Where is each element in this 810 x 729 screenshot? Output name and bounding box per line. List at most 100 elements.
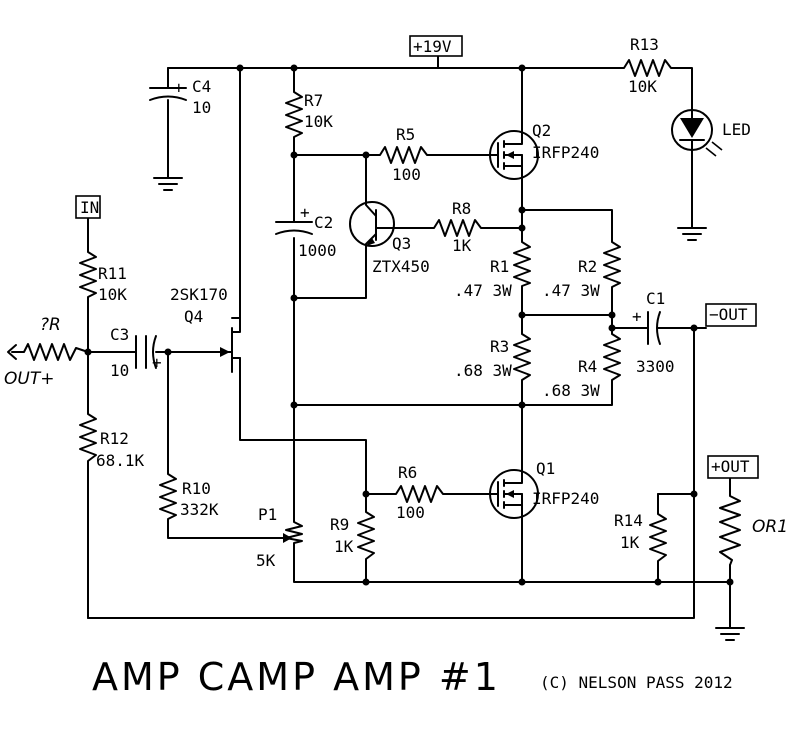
r12-value: 68.1K — [96, 451, 145, 470]
junction-dots — [84, 64, 734, 586]
r9-resistor — [357, 507, 375, 566]
c3-value: 10 — [110, 361, 129, 380]
q2-value: IRFP240 — [532, 143, 599, 162]
plus-out-box — [707, 455, 759, 479]
q1-mosfet-icon — [489, 467, 539, 519]
p1-ref: P1 — [258, 505, 277, 524]
q3-bjt-icon — [349, 199, 395, 247]
q1-ref: Q1 — [536, 459, 555, 478]
r10-resistor — [159, 469, 177, 523]
r11-ref: R11 — [98, 264, 127, 283]
r2-ref: R2 — [578, 257, 597, 276]
r5-resistor — [375, 146, 433, 164]
r1-ref: R1 — [490, 257, 509, 276]
in-label: IN — [80, 198, 99, 217]
text-labels: +19V IN −OUT +OUT + C4 10 R7 10K R5 100 … — [4, 35, 788, 699]
r9-ref: R9 — [330, 515, 349, 534]
q1-value: IRFP240 — [532, 489, 599, 508]
r7-ref: R7 — [304, 91, 323, 110]
p1-potentiometer — [285, 519, 303, 546]
r11-resistor — [79, 247, 97, 301]
c3-ref: C3 — [110, 325, 129, 344]
r4-value: .68 3W — [542, 381, 600, 400]
r8-ref: R8 — [452, 199, 471, 218]
minus-out-label: −OUT — [709, 305, 748, 324]
c4-capacitor — [149, 77, 187, 101]
r7-value: 10K — [304, 112, 333, 131]
c4-plus-label: + — [174, 78, 184, 97]
r14-value: 1K — [620, 533, 640, 552]
r2-value: .47 3W — [542, 281, 600, 300]
r10-value: 332K — [180, 500, 219, 519]
capacitors — [135, 77, 669, 369]
ground-output-icon — [715, 627, 745, 641]
q4-value: 2SK170 — [170, 285, 228, 304]
qr-label: ?R — [40, 315, 61, 335]
r5-value: 100 — [392, 165, 421, 184]
q4-ref: Q4 — [184, 307, 203, 326]
q3-value: ZTX450 — [372, 257, 430, 276]
c4-ref: C4 — [192, 77, 211, 96]
or1-resistor — [719, 489, 741, 566]
led-label: LED — [722, 120, 751, 139]
minus-out-box — [705, 303, 757, 327]
ground-led-icon — [677, 227, 707, 241]
plus-out-label: +OUT — [711, 457, 750, 476]
page-title: AMP CAMP AMP #1 — [92, 655, 501, 699]
r10-ref: R10 — [182, 479, 211, 498]
r9-value: 1K — [334, 537, 354, 556]
c2-value: 1000 — [298, 241, 337, 260]
supply-label: +19V — [413, 37, 452, 56]
led-icon — [671, 109, 723, 157]
q4-jfet-icon — [211, 317, 241, 373]
r13-value: 10K — [628, 77, 657, 96]
r6-value: 100 — [396, 503, 425, 522]
r4-resistor — [603, 329, 621, 386]
r13-ref: R13 — [630, 35, 659, 54]
c2-ref: C2 — [314, 213, 333, 232]
r12-ref: R12 — [100, 429, 129, 448]
c1-value: 3300 — [636, 357, 675, 376]
r14-resistor — [649, 509, 667, 566]
r8-value: 1K — [452, 236, 472, 255]
c1-capacitor — [635, 311, 669, 345]
c4-value: 10 — [192, 98, 211, 117]
qr-resistor — [11, 343, 89, 361]
r5-ref: R5 — [396, 125, 415, 144]
c2-capacitor — [275, 211, 313, 235]
r12-resistor — [79, 409, 97, 469]
r1-value: .47 3W — [454, 281, 512, 300]
r7-resistor — [285, 87, 303, 141]
r6-ref: R6 — [398, 463, 417, 482]
r2-resistor — [603, 237, 621, 291]
r14-ref: R14 — [614, 511, 643, 530]
r6-resistor — [391, 485, 449, 503]
q2-ref: Q2 — [532, 121, 551, 140]
r13-resistor — [619, 59, 683, 77]
copyright-label: (C) NELSON PASS 2012 — [540, 673, 733, 692]
p1-value: 5K — [256, 551, 276, 570]
r11-value: 10K — [98, 285, 127, 304]
r1-resistor — [513, 237, 531, 289]
or1-label: OR1 — [752, 517, 788, 537]
q3-ref: Q3 — [392, 234, 411, 253]
c2-plus-label: + — [300, 203, 310, 222]
in-box — [75, 195, 101, 219]
r8-resistor — [429, 219, 491, 237]
c1-plus-label: + — [632, 307, 642, 326]
r3-value: .68 3W — [454, 361, 512, 380]
ground-c4-icon — [153, 177, 183, 191]
q2-mosfet-icon — [489, 130, 539, 180]
supply-box — [409, 35, 463, 57]
out-plus-label: OUT+ — [4, 369, 54, 389]
c3-plus-label: + — [152, 353, 162, 372]
port-boxes — [75, 35, 759, 479]
r4-ref: R4 — [578, 357, 597, 376]
c3-capacitor — [135, 335, 161, 369]
c1-ref: C1 — [646, 289, 665, 308]
r3-ref: R3 — [490, 337, 509, 356]
grounds — [153, 177, 745, 641]
r3-resistor — [513, 329, 531, 386]
